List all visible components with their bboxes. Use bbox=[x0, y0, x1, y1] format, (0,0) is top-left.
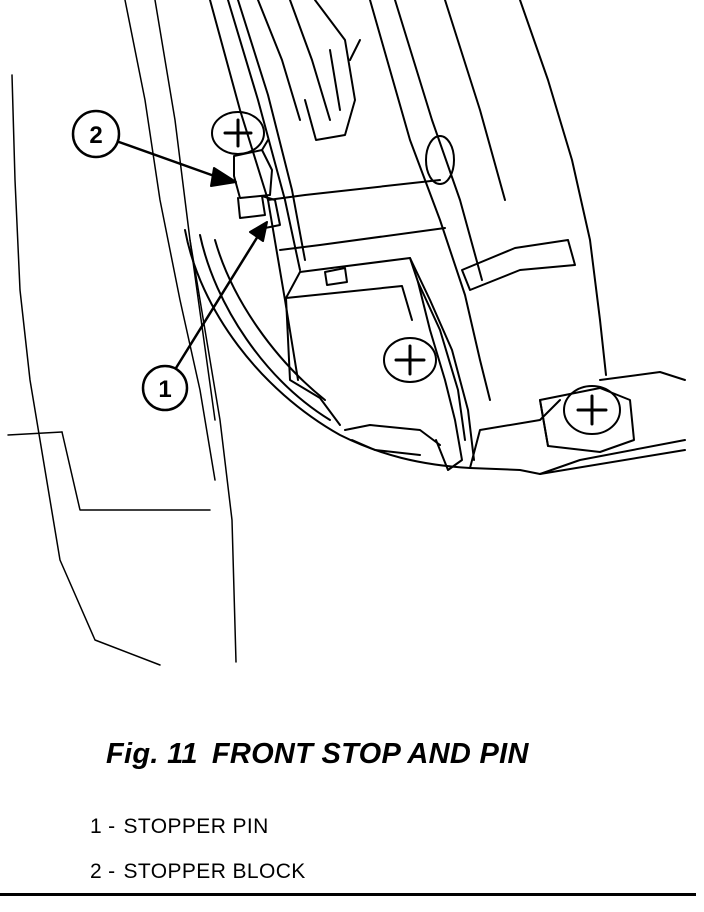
legend-item-label: STOPPER BLOCK bbox=[123, 860, 306, 883]
left-panel-lines bbox=[7, 0, 237, 666]
sill-contour bbox=[184, 229, 686, 475]
legend-item-number: 1 bbox=[90, 815, 103, 838]
phillips-screw-icon bbox=[383, 337, 437, 383]
phillips-screw-icon bbox=[563, 385, 621, 435]
stopper-pin bbox=[261, 195, 281, 229]
callout-2: 2 bbox=[71, 109, 237, 187]
legend-item-number: 2 bbox=[90, 860, 103, 883]
legend-item: 2-STOPPER BLOCK bbox=[90, 860, 306, 884]
stopper-block bbox=[233, 139, 273, 219]
phillips-screw-icon bbox=[211, 111, 265, 155]
front-stop-bracket bbox=[285, 257, 475, 471]
boss-oval bbox=[425, 135, 455, 185]
rear-mount-plate bbox=[539, 387, 635, 453]
legend-item: 1-STOPPER PIN bbox=[90, 815, 269, 839]
lever-handle bbox=[461, 239, 576, 291]
track-rails bbox=[209, 0, 607, 401]
figure-title: FRONT STOP AND PIN bbox=[211, 738, 529, 770]
callout-1: 1 bbox=[141, 221, 268, 412]
callout-1-number: 1 bbox=[158, 376, 171, 403]
figure-number: Fig. 11 bbox=[106, 738, 198, 770]
legend-separator: - bbox=[108, 815, 116, 838]
legend-item-label: STOPPER PIN bbox=[123, 815, 269, 838]
bottom-rule bbox=[0, 893, 696, 896]
callout-2-number: 2 bbox=[89, 122, 102, 149]
technical-illustration: 2 1 bbox=[7, 0, 686, 666]
legend-separator: - bbox=[108, 860, 116, 883]
figure-caption: Fig. 11 FRONT STOP AND PIN bbox=[106, 738, 529, 771]
